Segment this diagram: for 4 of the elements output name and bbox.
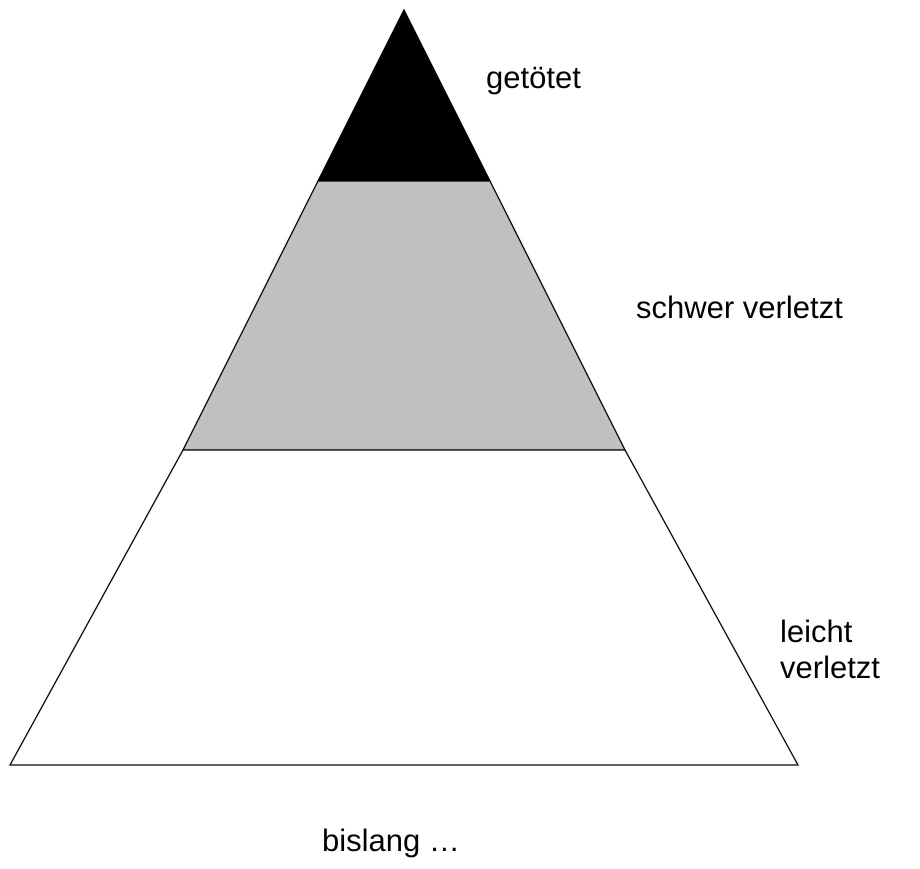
layer-label: getötet (486, 60, 582, 96)
layer-label: leicht verletzt (780, 614, 881, 686)
layer-label: schwer verletzt (636, 290, 844, 326)
caption-text: bislang … (322, 823, 460, 859)
